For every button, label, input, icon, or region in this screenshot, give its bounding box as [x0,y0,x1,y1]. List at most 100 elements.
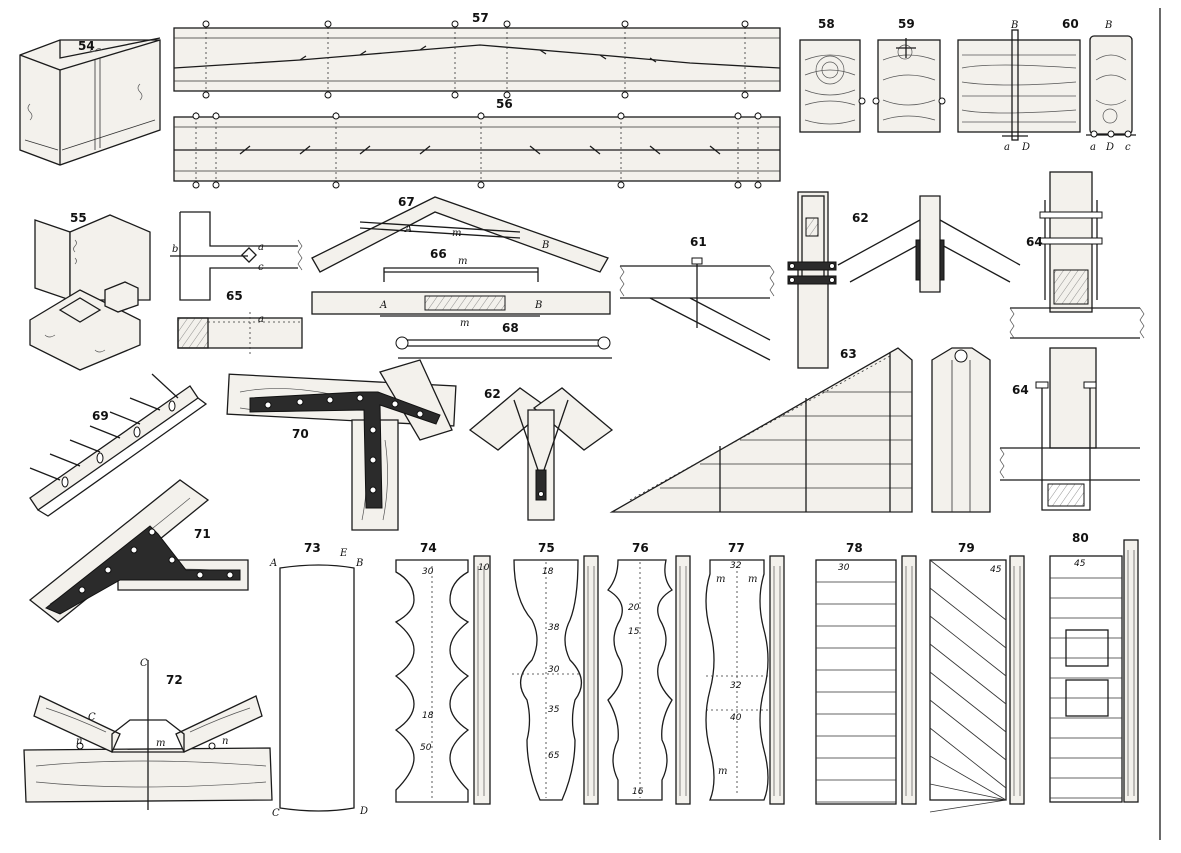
label-m: m [156,738,165,749]
dimension: 10 [478,563,490,573]
dimension: 40 [730,713,742,723]
figure-number: 63 [840,347,857,361]
figure-number: 80 [1072,531,1089,545]
dimension: 18 [542,567,554,577]
figure-number: 67 [398,195,415,209]
figure-64-post-strap: 64 [1009,171,1145,339]
figure-post-cap [931,347,991,513]
figure-number: 65 [226,289,243,303]
label-a: A [269,558,277,569]
label-c: C [272,808,280,819]
figure-number: 73 [304,541,321,555]
dimension: 65 [548,751,560,761]
board-seam [929,559,1007,621]
figure-61-bolted-brace: 61 [619,235,775,361]
figure-56-keyed-beam: 56 [173,97,781,189]
label-m: m [748,574,757,585]
dimension: 45 [1074,559,1086,569]
label-b: B [534,300,542,311]
label-a: a [1090,142,1096,153]
figure-number: 62 [484,387,501,401]
dimension: 32 [730,561,742,571]
label-d: D [359,806,368,817]
figure-number: 71 [194,527,211,541]
figure-62-strapped-junction: 62 [468,387,614,521]
label-a: A [379,300,387,311]
label-a: a [1004,142,1010,153]
figure-71-iron-brace: 71 [28,479,249,623]
figure-64-stirrup: 64 [999,347,1140,511]
label-e: E [339,548,348,559]
board-seam [929,783,1007,801]
figure-number: 57 [472,11,489,25]
figure-78-horizontal-boarding: 78 30 [815,541,917,805]
figure-number: 68 [502,321,519,335]
figure-68-tie-rod: 68 [395,321,612,359]
figure-number: 58 [818,17,835,31]
figure-number: 60 [1062,17,1079,31]
label-m: m [458,256,467,267]
figure-70-iron-y-strap: 70 [226,359,457,531]
figure-75-profiled-board: 75 18 38 30 35 65 [512,541,599,805]
figure-number: 79 [958,541,975,555]
figure-number: 75 [538,541,555,555]
label-c: C [88,712,96,723]
figure-73-plain-board: 73 A E B C D [269,541,368,819]
label-c: c [258,262,264,273]
dimension: 38 [548,623,560,633]
label-a: a [258,314,264,325]
dimension: 35 [548,705,560,715]
label-c: c [1125,142,1131,153]
board-seam [929,755,1007,801]
figure-number: 55 [70,211,87,225]
figure-number: 77 [728,541,745,555]
figure-number: 78 [846,541,863,555]
board-seam [929,615,1007,677]
label-b: B [1104,20,1112,31]
figure-72-ridge-shoe: 72 C C n m n [23,658,273,810]
figure-number: 61 [690,235,707,249]
figure-number: 64 [1012,383,1029,397]
label-d: D [1105,142,1114,153]
figure-number: 66 [430,247,447,261]
board-seam [929,587,1007,649]
figure-65-strap-joint: b a c a 65 [170,211,303,354]
figure-number: 62 [852,211,869,225]
figure-number: 76 [632,541,649,555]
dimension: 32 [730,681,742,691]
dimension: 30 [548,665,560,675]
figure-59-timber-section: 59 [872,17,946,133]
board-seam [929,643,1007,705]
figure-69-spiked-plate: 69 [29,373,208,517]
board-seam [929,799,1007,813]
label-m: m [460,318,469,329]
label-b: B [1010,20,1018,31]
label-c: C [140,658,148,669]
figure-76-profiled-board: 76 20 15 16 [607,541,691,805]
board-seam [929,699,1007,761]
figure-66-strap: m 66 A B m [311,247,611,329]
board-seam [929,671,1007,733]
board-seam [929,727,1007,789]
label-b: B [355,558,363,569]
label-b: B [541,240,549,251]
figure-74-scalloped-board: 74 30 10 18 50 [394,541,491,805]
figure-54-corner-joint: 54 [19,37,161,166]
figure-number: 69 [92,409,109,423]
label-a: a [258,242,264,253]
dimension: 45 [990,565,1002,575]
label-m: m [716,574,725,585]
figure-number: 54 [78,39,95,53]
figure-77-wavy-board: 77 32 32 40 m m m [705,541,785,805]
figure-80-boarding-with-openings: 80 45 [1049,531,1139,803]
figure-63-truss-elevation: 63 [609,347,913,513]
figure-stirrup-strap [787,191,837,369]
figure-number: 59 [898,17,915,31]
label-a: A [404,224,412,235]
figure-55-tenon-joint: 55 [29,211,151,371]
figure-number: 56 [496,97,513,111]
figure-number: 72 [166,673,183,687]
dimension: 30 [422,567,434,577]
figure-67-rafter-tie: A m B 67 [311,195,609,273]
figure-number: 64 [1026,235,1043,249]
